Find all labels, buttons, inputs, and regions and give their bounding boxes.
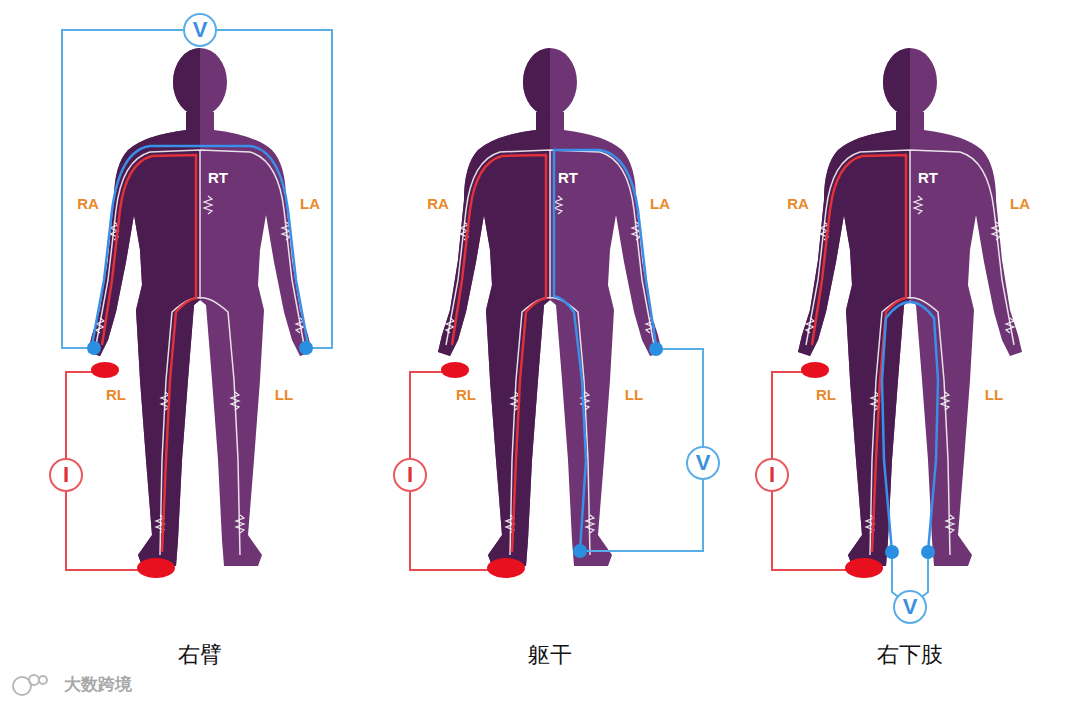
region-label: LL	[985, 387, 1003, 404]
current-source-symbol: I	[49, 458, 83, 492]
figure-caption: 躯干	[528, 643, 572, 667]
watermark-logo	[13, 675, 47, 695]
voltage-path	[92, 146, 308, 345]
region-label: RL	[456, 387, 476, 404]
current-electrode	[441, 362, 469, 378]
region-label: RA	[787, 196, 809, 213]
human-body	[438, 48, 662, 566]
region-label: RL	[816, 387, 836, 404]
region-label: RL	[106, 387, 126, 404]
human-body	[798, 48, 1022, 566]
figure-caption: 右下肢	[877, 643, 943, 667]
symbol-letter: V	[696, 452, 711, 474]
symbol-letter: V	[193, 19, 208, 41]
voltage-path	[554, 150, 656, 550]
region-label: RT	[918, 170, 938, 187]
current-electrode	[137, 558, 175, 578]
current-source-symbol: I	[393, 458, 427, 492]
voltage-electrode	[921, 545, 935, 559]
symbol-letter: I	[769, 464, 775, 486]
current-source-symbol: I	[755, 458, 789, 492]
voltage-electrode	[87, 341, 101, 355]
human-body	[88, 48, 312, 566]
voltmeter-symbol: V	[893, 590, 927, 624]
figure-caption: 右臂	[178, 643, 222, 667]
voltage-path	[882, 302, 938, 552]
watermark: 大数跨境	[64, 676, 132, 695]
region-label: LA	[650, 196, 670, 213]
symbol-letter: I	[63, 464, 69, 486]
current-electrode	[91, 362, 119, 378]
region-label: LA	[300, 196, 320, 213]
voltage-wire	[580, 349, 703, 551]
voltmeter-symbol: V	[183, 13, 217, 47]
voltage-electrode	[885, 545, 899, 559]
region-label: RA	[427, 196, 449, 213]
current-electrode	[801, 362, 829, 378]
current-electrode	[487, 558, 525, 578]
region-label: LL	[275, 387, 293, 404]
current-electrode	[845, 558, 883, 578]
voltmeter-symbol: V	[686, 446, 720, 480]
region-label: LL	[625, 387, 643, 404]
symbol-letter: V	[903, 596, 918, 618]
voltage-wire	[62, 30, 332, 348]
region-label: RA	[77, 196, 99, 213]
voltage-electrode	[299, 341, 313, 355]
voltage-electrode	[573, 544, 587, 558]
region-label: RT	[558, 170, 578, 187]
region-label: RT	[208, 170, 228, 187]
symbol-letter: I	[407, 464, 413, 486]
region-label: LA	[1010, 196, 1030, 213]
voltage-electrode	[649, 342, 663, 356]
